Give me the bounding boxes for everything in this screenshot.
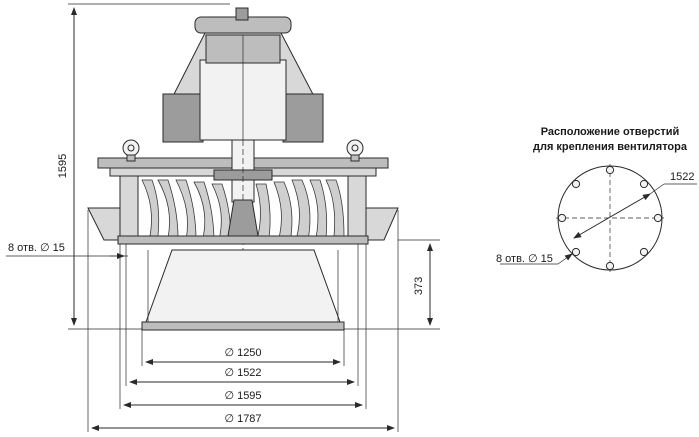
mounting-hole bbox=[653, 213, 663, 223]
diameter-label-4: ∅ 1787 bbox=[224, 413, 261, 425]
diameter-label-1: ∅ 1250 bbox=[224, 347, 261, 359]
mounting-hole bbox=[605, 165, 615, 175]
lower-height-dimension-label: 373 bbox=[413, 277, 425, 295]
motor-shaft-top bbox=[235, 7, 249, 21]
mounting-hole bbox=[639, 179, 649, 189]
lifting-eye-right bbox=[346, 139, 364, 162]
mounting-plan-view: Расположение отверстий для крепления вен… bbox=[496, 126, 697, 272]
lifting-eye-left bbox=[122, 139, 140, 162]
pcd-label: 1522 bbox=[670, 171, 694, 183]
flare-right bbox=[365, 207, 399, 241]
fan-side-view bbox=[87, 7, 399, 331]
housing-right-wall bbox=[347, 175, 367, 243]
flare-left bbox=[87, 207, 121, 241]
mounting-hole bbox=[571, 179, 581, 189]
mounting-hole bbox=[605, 261, 615, 271]
plan-title-line2: для крепления вентилятора bbox=[533, 141, 688, 153]
plan-title-line1: Расположение отверстий bbox=[541, 126, 680, 138]
motor-body-right bbox=[282, 93, 324, 143]
outlet-base bbox=[141, 321, 345, 331]
housing-left-wall bbox=[119, 175, 139, 243]
height-dimension-label: 1595 bbox=[57, 154, 69, 178]
outlet-cone bbox=[145, 249, 341, 323]
side-holes-label: 8 отв. ∅ 15 bbox=[8, 242, 65, 254]
mounting-hole bbox=[639, 247, 649, 257]
mounting-hole bbox=[571, 247, 581, 257]
motor-body-left bbox=[162, 93, 204, 143]
dimension-lines: 1595 373 8 отв. ∅ 15 ∅ 1250 ∅ 1522 ∅ 159… bbox=[6, 3, 440, 432]
diameter-label-2: ∅ 1522 bbox=[224, 367, 261, 379]
mounting-holes bbox=[557, 165, 663, 271]
plan-holes-label: 8 отв. ∅ 15 bbox=[496, 253, 553, 265]
diameter-label-3: ∅ 1595 bbox=[224, 390, 261, 402]
mounting-hole bbox=[557, 213, 567, 223]
